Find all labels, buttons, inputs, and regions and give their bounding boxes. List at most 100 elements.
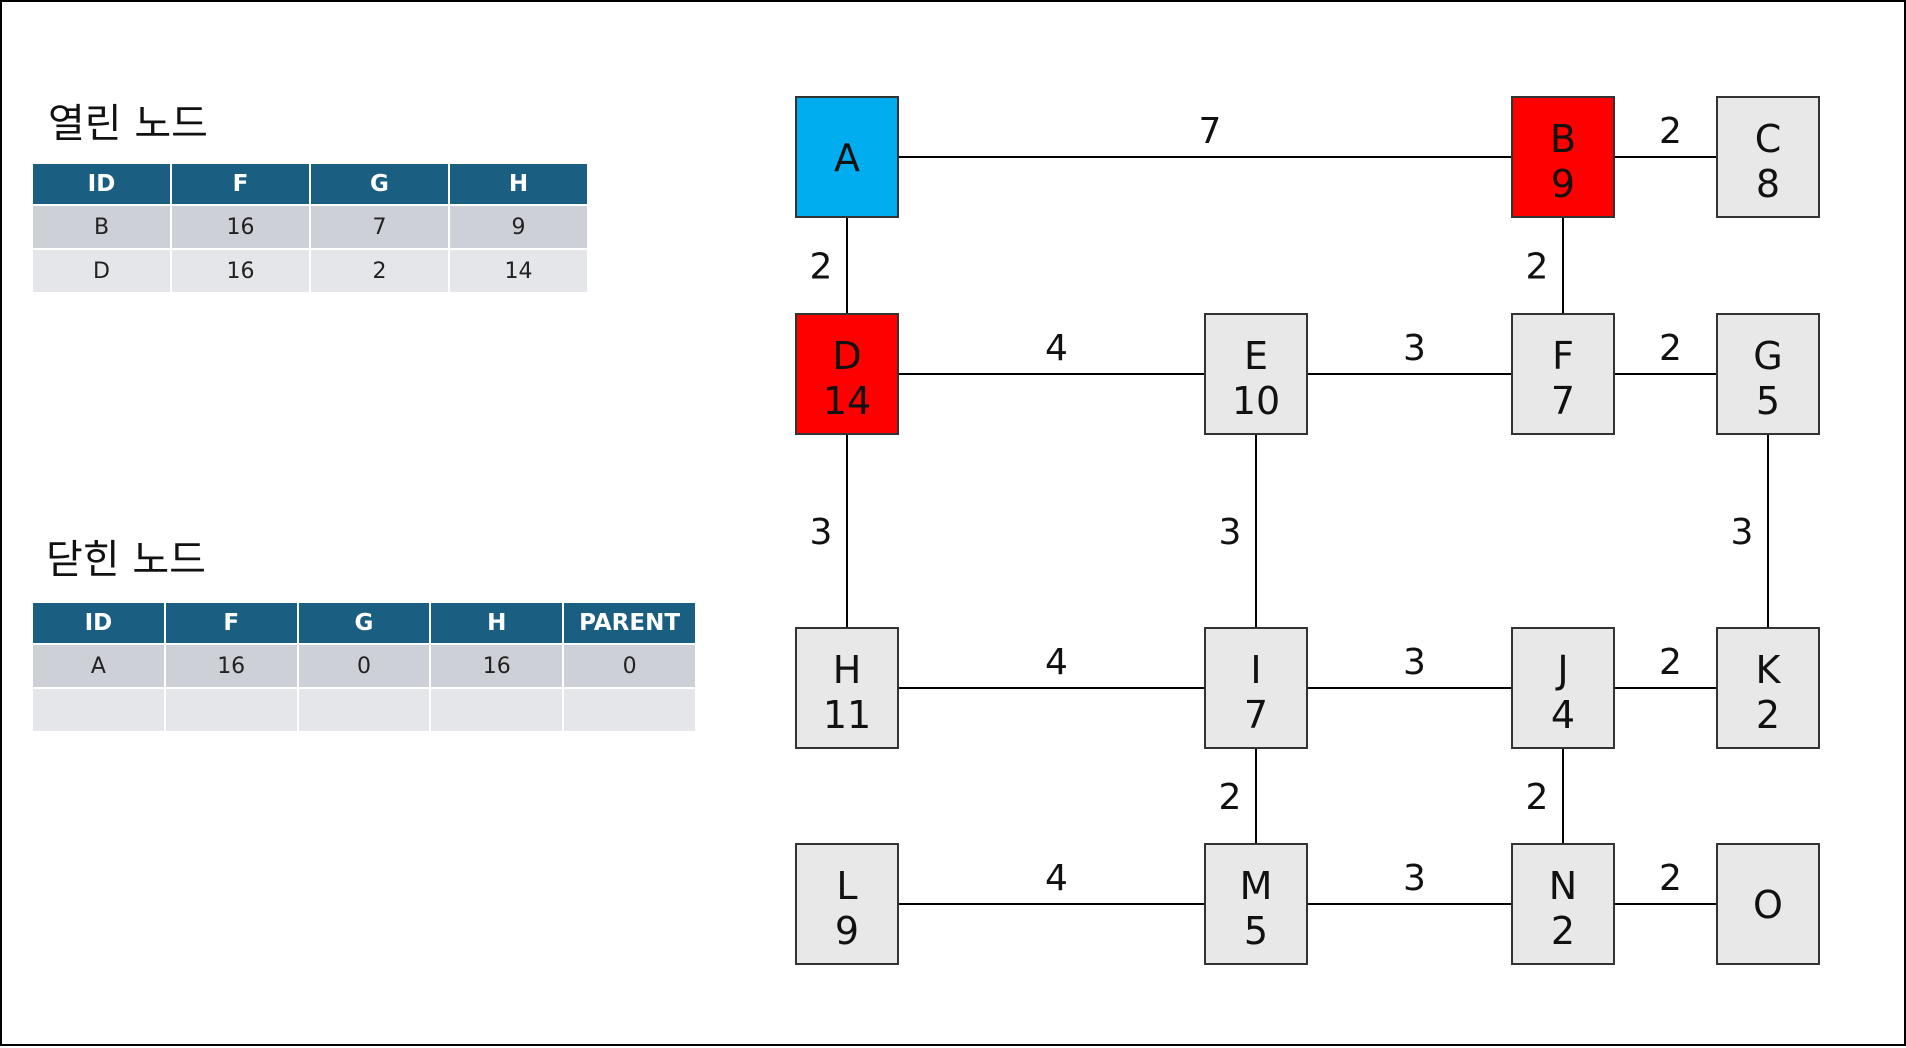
node-heuristic-label: 8 [1756,162,1780,206]
table-cell [298,689,430,731]
node-e: E10 [1204,313,1308,435]
node-box [1204,627,1308,749]
node-id-label: O [1753,883,1783,927]
node-box [1511,313,1615,435]
table-cell: 14 [450,250,587,292]
table-cell: 16 [172,250,309,292]
node-n: N2 [1511,843,1615,965]
table-cell: 16 [172,206,309,248]
node-j: J4 [1511,627,1615,749]
node-box [1204,843,1308,965]
edge-weight-label: 3 [1403,328,1426,369]
edge-weight-label: 4 [1045,858,1068,899]
node-box [1716,627,1820,749]
edge-weight-label: 3 [1731,512,1754,553]
table-cell [165,689,297,731]
table-row: B 16 7 9 [33,206,587,248]
node-heuristic-label: 4 [1551,693,1575,737]
edge-weight-label: 3 [810,512,833,553]
node-heuristic-label: 11 [823,693,871,737]
table-cell: 16 [431,645,563,687]
edge-weight-label: 2 [1659,111,1682,152]
node-heuristic-label: 10 [1232,379,1280,423]
edge-weight-label: 4 [1045,328,1068,369]
table-cell: 0 [298,645,430,687]
node-id-label: A [834,136,860,180]
edge-weight-label: 3 [1403,642,1426,683]
column-header-f: F [165,603,297,643]
node-box [1511,843,1615,965]
open-list-title: 열린 노드 [48,101,208,147]
node-id-label: I [1250,648,1261,692]
node-id-label: H [833,648,862,692]
node-id-label: B [1550,117,1576,161]
column-header-h: H [431,603,563,643]
node-g: G5 [1716,313,1820,435]
column-header-parent: PARENT [564,603,695,643]
table-cell: 0 [564,645,695,687]
table-cell: D [33,250,170,292]
node-heuristic-label: 5 [1756,379,1780,423]
node-f: F7 [1511,313,1615,435]
node-box [795,627,899,749]
node-i: I7 [1204,627,1308,749]
node-heuristic-label: 14 [823,379,871,423]
column-header-f: F [172,164,309,204]
edge-weight-label: 2 [810,247,833,288]
column-header-id: ID [33,603,164,643]
edge-weight-label: 2 [1526,247,1549,288]
table-header-row: ID F G H [33,164,587,204]
node-h: H11 [795,627,899,749]
edge-weight-label: 3 [1403,858,1426,899]
node-heuristic-label: 7 [1244,693,1268,737]
column-header-g: G [311,164,448,204]
node-id-label: M [1240,864,1273,908]
table-cell [33,689,164,731]
node-heuristic-label: 2 [1756,693,1780,737]
table-row [33,689,695,731]
node-a: A [795,96,899,218]
node-heuristic-label: 9 [1551,162,1575,206]
node-l: L9 [795,843,899,965]
node-box [795,96,899,218]
node-box [1511,627,1615,749]
open-list-table: ID F G H B 16 7 9 D 16 2 14 [31,162,589,294]
table-cell: B [33,206,170,248]
table-cell [564,689,695,731]
node-c: C8 [1716,96,1820,218]
edge-weight-label: 2 [1659,642,1682,683]
node-id-label: G [1753,334,1782,378]
edge-weight-label: 2 [1659,858,1682,899]
node-heuristic-label: 2 [1551,909,1575,953]
node-heuristic-label: 9 [835,909,859,953]
node-heuristic-label: 7 [1551,379,1575,423]
edge-weight-label: 7 [1199,111,1222,152]
node-id-label: F [1552,334,1574,378]
node-box [795,843,899,965]
node-m: M5 [1204,843,1308,965]
table-cell: 9 [450,206,587,248]
node-id-label: K [1756,648,1782,692]
table-cell: 7 [311,206,448,248]
node-id-label: C [1755,117,1782,161]
table-cell: 16 [165,645,297,687]
node-d: D14 [795,313,899,435]
table-row: D 16 2 14 [33,250,587,292]
table-cell: A [33,645,164,687]
node-id-label: E [1244,334,1268,378]
node-box [1716,96,1820,218]
column-header-h: H [450,164,587,204]
node-id-label: L [836,864,857,908]
edge-weight-label: 2 [1219,777,1242,818]
node-box [1716,843,1820,965]
column-header-g: G [298,603,430,643]
node-heuristic-label: 5 [1244,909,1268,953]
node-id-label: J [1555,648,1568,692]
node-id-label: D [832,334,861,378]
node-id-label: N [1549,864,1577,908]
node-k: K2 [1716,627,1820,749]
node-box [1204,313,1308,435]
edge-weight-label: 2 [1526,777,1549,818]
